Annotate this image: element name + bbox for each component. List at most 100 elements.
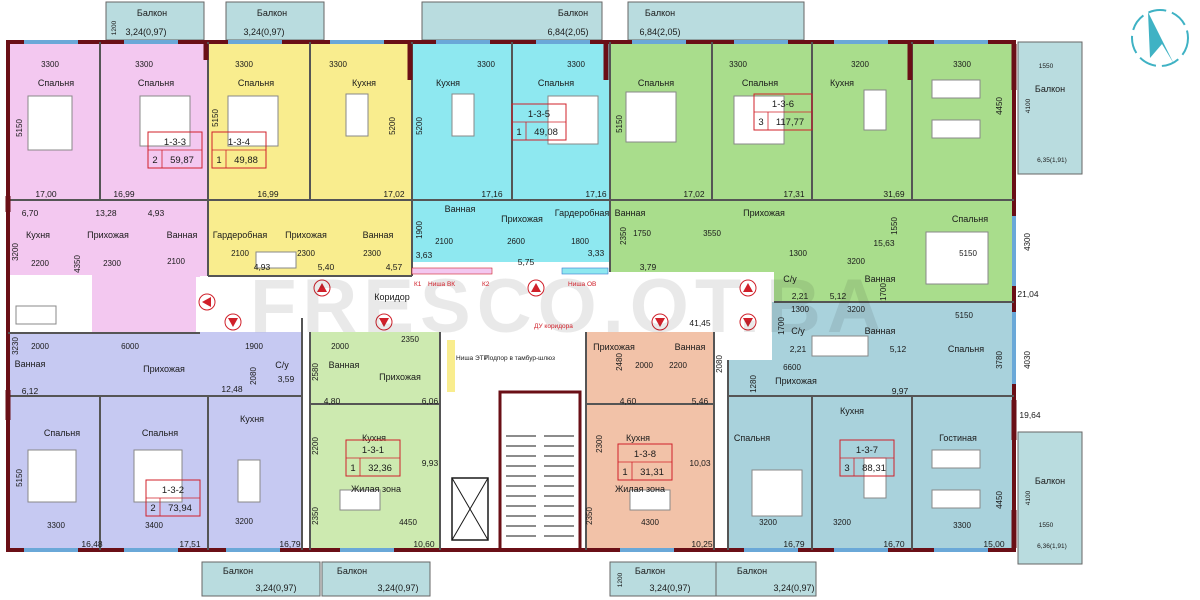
window-bot-5 (620, 548, 674, 552)
room-area: 21,04 (1017, 289, 1039, 299)
room-name: Прихожая (743, 208, 785, 218)
room-dim: 2100 (435, 237, 453, 246)
room-name: Ванная (363, 230, 394, 240)
door-arrow-icon[interactable] (739, 279, 757, 297)
sofa-icon (931, 449, 981, 469)
balcony-bottom-3[interactable] (609, 561, 717, 597)
room-name: Ванная (15, 359, 46, 369)
apartment-1-3-2-area[interactable] (8, 318, 302, 550)
balcony-area: 3,24(0,97) (255, 583, 296, 593)
balcony-right-1[interactable] (1017, 41, 1083, 175)
staircase[interactable] (498, 390, 582, 552)
window-top-10 (934, 40, 988, 44)
door-arrow-icon[interactable] (198, 293, 216, 311)
balcony-top-4[interactable] (627, 1, 805, 41)
balcony-top-1[interactable] (105, 1, 205, 41)
apartment-rooms: 1 (216, 155, 221, 166)
window-top-3 (228, 40, 282, 44)
room-area: 16,48 (81, 539, 103, 549)
balcony-top-3[interactable] (421, 1, 603, 41)
door-arrow-icon[interactable] (313, 279, 331, 297)
room-area: 2,21 (790, 344, 807, 354)
window-top-7 (632, 40, 686, 44)
room-dim: 3550 (703, 229, 721, 238)
room-name: Ванная (445, 204, 476, 214)
room-area: 15,63 (873, 238, 895, 248)
corridor-area: 41,45 (689, 318, 711, 328)
room-name: Прихожая (285, 230, 327, 240)
room-dim: 1900 (245, 342, 263, 351)
room-dim: 3300 (135, 60, 153, 69)
room-name: Кухня (840, 406, 864, 416)
room-dim: 2300 (103, 259, 121, 268)
room-dim: 3400 (145, 521, 163, 530)
room-name: Ванная (675, 342, 706, 352)
door-arrow-icon[interactable] (739, 313, 757, 331)
room-area: 17,16 (481, 189, 503, 199)
room-name: Спальня (538, 78, 574, 88)
apartment-box-1-3-7[interactable]: 1-3-7 3 88,31 (839, 439, 895, 477)
room-name: Кухня (240, 414, 264, 424)
apartment-box-1-3-5[interactable]: 1-3-5 1 49,08 (511, 103, 567, 141)
balcony-label: Балкон (223, 566, 253, 576)
niche-ov: Ниша ОВ (568, 281, 596, 288)
room-dim: 1900 (415, 221, 424, 239)
apartment-rooms: 2 (152, 155, 157, 166)
room-name: Спальня (44, 428, 80, 438)
apartment-rooms: 1 (622, 467, 627, 478)
balcony-label: Балкон (737, 566, 767, 576)
bed-icon (925, 231, 989, 285)
niche-strip (561, 267, 609, 275)
room-area: 4,57 (386, 262, 403, 272)
etr-niche (447, 340, 455, 392)
room-dim: 4350 (73, 255, 82, 273)
balcony-bottom-1[interactable] (201, 561, 321, 597)
apartment-box-1-3-8[interactable]: 1-3-8 1 31,31 (617, 443, 673, 481)
room-dim: 2000 (31, 342, 49, 351)
room-name: Гардеробная (213, 230, 268, 240)
apartment-area: 117,77 (776, 117, 804, 128)
window-top-8 (734, 40, 788, 44)
balcony-bottom-2[interactable] (321, 561, 431, 597)
apartment-area: 49,08 (534, 127, 558, 138)
niche-strip (411, 267, 493, 275)
corridor-label: Коридор (374, 292, 410, 302)
room-dim: 5150 (959, 249, 977, 258)
room-name: Спальня (138, 78, 174, 88)
bed-icon (27, 449, 77, 503)
balcony-right-2[interactable] (1017, 431, 1083, 565)
room-dim: 3300 (235, 60, 253, 69)
door-arrow-icon[interactable] (224, 313, 242, 331)
window-bot-2 (124, 548, 178, 552)
balcony-area: 6,84(2,05) (639, 27, 680, 37)
door-arrow-icon[interactable] (375, 313, 393, 331)
balcony-dim: 1550 (1039, 522, 1054, 529)
balcony-bottom-4[interactable] (715, 561, 817, 597)
apartment-box-1-3-2[interactable]: 1-3-2 2 73,94 (145, 479, 201, 517)
apartment-rooms: 3 (758, 117, 763, 128)
apartment-number: 1-3-2 (162, 485, 184, 496)
apartment-box-1-3-3[interactable]: 1-3-3 2 59,87 (147, 131, 203, 169)
balcony-dim: 1550 (1039, 63, 1054, 70)
apartment-box-1-3-1[interactable]: 1-3-1 1 32,36 (345, 439, 401, 477)
room-area: 15,00 (983, 539, 1005, 549)
door-arrow-icon[interactable] (651, 313, 669, 331)
apartment-number: 1-3-6 (772, 99, 794, 110)
room-name: С/у (791, 326, 805, 336)
balcony-label: Балкон (645, 8, 675, 18)
balcony-top-2[interactable] (225, 1, 325, 41)
room-dim: 2300 (595, 435, 604, 453)
balcony-label: Балкон (558, 8, 588, 18)
corridor-floor (200, 276, 772, 332)
room-dim: 2080 (249, 367, 258, 385)
balcony-dim: 4100 (1025, 490, 1032, 505)
room-dim: 4450 (995, 97, 1004, 115)
apartment-box-1-3-6[interactable]: 1-3-6 3 117,77 (753, 93, 813, 131)
apartment-1-3-8-area[interactable] (586, 332, 714, 550)
compass-north-arrow-icon (1131, 9, 1189, 67)
apartment-box-1-3-4[interactable]: 1-3-4 1 49,88 (211, 131, 267, 169)
door-arrow-icon[interactable] (527, 279, 545, 297)
room-area: 9,97 (892, 386, 909, 396)
balcony-dim: 4100 (1025, 98, 1032, 113)
niche-k1: К1 (414, 281, 422, 288)
